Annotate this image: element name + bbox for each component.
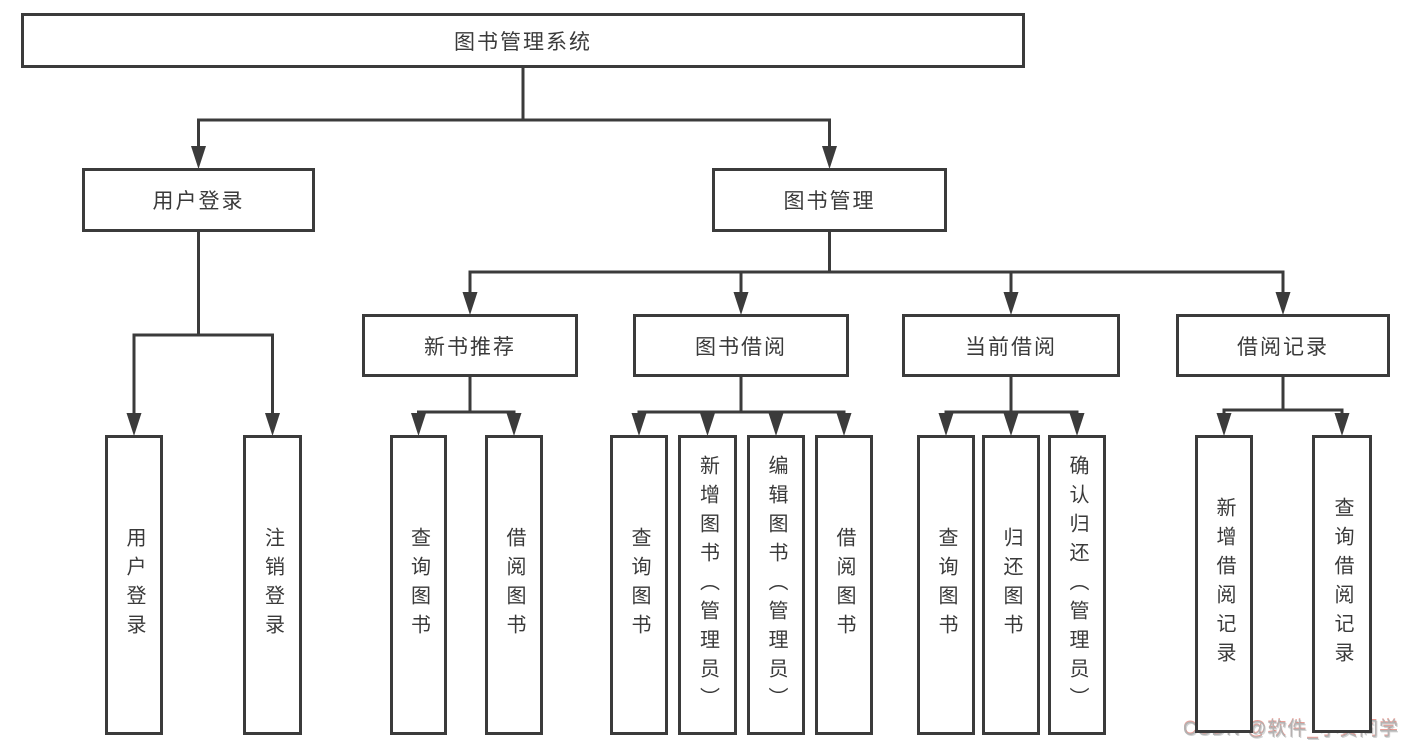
node-leaf-query3: 查询图书 (917, 435, 975, 735)
arrowhead-icon (1216, 413, 1232, 436)
node-label: 查询借阅记录 (1331, 497, 1353, 671)
node-label: 当前借阅 (965, 335, 1057, 359)
arrowhead-icon (1003, 292, 1019, 315)
node-leaf-query1: 查询图书 (390, 435, 447, 735)
arrowhead-icon (700, 413, 715, 436)
node-label: 注销登录 (261, 527, 284, 643)
node-recordsmod: 借阅记录 (1176, 314, 1390, 377)
node-leaf-queryrecord: 查询借阅记录 (1312, 435, 1372, 733)
node-label: 用户登录 (123, 527, 145, 643)
node-label: 借阅记录 (1237, 335, 1329, 359)
node-leaf-query2: 查询图书 (610, 435, 668, 735)
node-leaf-borrow2: 借阅图书 (815, 435, 873, 735)
node-label: 查询图书 (628, 527, 650, 643)
node-label: 查询图书 (935, 527, 957, 643)
node-leaf-editbook: 编辑图书（管理员） (747, 435, 805, 735)
node-leaf-confirm: 确认归还（管理员） (1048, 435, 1106, 735)
node-label: 借阅图书 (833, 527, 855, 643)
node-root: 图书管理系统 (21, 13, 1025, 68)
node-label: 归还图书 (1000, 527, 1022, 643)
arrowhead-icon (631, 413, 647, 436)
node-label: 图书管理系统 (454, 30, 592, 54)
node-label: 新增图书（管理员） (696, 454, 719, 716)
node-newrec: 新书推荐 (362, 314, 578, 377)
node-leaf-userlogin: 用户登录 (105, 435, 163, 735)
arrowhead-icon (1275, 292, 1291, 315)
node-label: 编辑图书（管理员） (765, 454, 787, 716)
node-label: 用户登录 (152, 190, 245, 213)
arrowhead-icon (191, 146, 206, 169)
arrowhead-icon (836, 413, 852, 436)
arrowhead-icon (265, 413, 280, 436)
node-leaf-addrecord: 新增借阅记录 (1195, 435, 1253, 733)
node-borrowmod: 图书借阅 (633, 314, 849, 377)
node-label: 新书推荐 (424, 335, 516, 359)
node-label: 查询图书 (407, 527, 430, 643)
node-login: 用户登录 (82, 168, 315, 232)
arrowhead-icon (411, 413, 426, 436)
arrowhead-icon (822, 146, 837, 169)
arrowhead-icon (1003, 413, 1019, 436)
node-leaf-return: 归还图书 (982, 435, 1040, 735)
node-bookmgmt: 图书管理 (712, 168, 947, 232)
node-leaf-logout: 注销登录 (243, 435, 302, 735)
node-label: 图书管理 (783, 190, 876, 213)
arrowhead-icon (462, 292, 478, 315)
arrowhead-icon (126, 413, 142, 436)
node-label: 图书借阅 (695, 335, 787, 359)
arrowhead-icon (1334, 413, 1350, 436)
arrowhead-icon (733, 292, 749, 315)
arrowhead-icon (768, 413, 784, 436)
arrowhead-icon (938, 413, 954, 436)
node-leaf-borrow1: 借阅图书 (485, 435, 543, 735)
node-label: 确认归还（管理员） (1066, 454, 1088, 716)
arrowhead-icon (1069, 413, 1085, 436)
node-currentmod: 当前借阅 (902, 314, 1120, 377)
arrowhead-icon (506, 413, 522, 436)
node-label: 新增借阅记录 (1213, 497, 1235, 671)
node-label: 借阅图书 (503, 527, 525, 643)
node-leaf-addbook: 新增图书（管理员） (678, 435, 737, 735)
